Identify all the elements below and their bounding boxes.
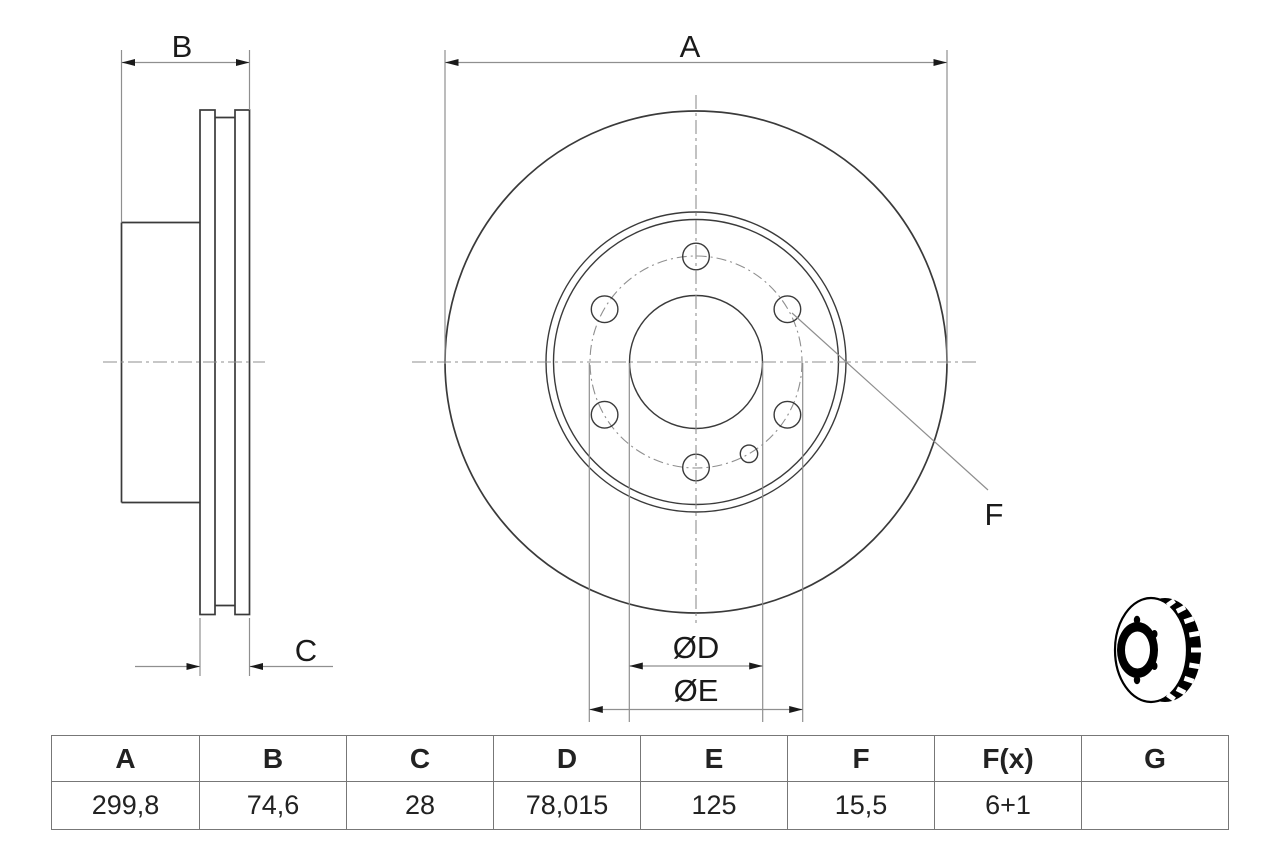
dim-label-de: ØE	[674, 673, 719, 708]
icon-vent-slot	[1175, 604, 1187, 614]
leader-f: F	[791, 312, 1004, 532]
table-header-a: A	[52, 736, 199, 782]
arrowhead	[236, 59, 250, 66]
icon-vent-slot	[1175, 686, 1187, 696]
dimension-e: ØE	[588, 363, 804, 722]
table-header-fx: F(x)	[934, 736, 1081, 782]
dimension-a: A	[444, 29, 948, 364]
bolt-hole	[773, 295, 802, 324]
bolt-hole	[590, 295, 619, 324]
bolt-circle-centerline	[589, 255, 803, 469]
icon-bolt-hole	[1151, 662, 1158, 670]
icon-bolt-hole	[1133, 675, 1141, 685]
dimension-c: C	[135, 618, 333, 676]
table-header-b: B	[199, 736, 346, 782]
dimension-table: A B C D E F F(x) G 299,8 74,6 28 78,015 …	[51, 735, 1229, 830]
arrowhead	[789, 706, 803, 713]
table-value-fx: 6+1	[934, 782, 1081, 829]
bolt-hole	[590, 400, 619, 429]
dimension-b: B	[120, 29, 251, 222]
dim-label-a: A	[680, 29, 701, 64]
table-value-c: 28	[346, 782, 493, 829]
side-view	[103, 109, 265, 616]
arrowhead	[933, 59, 947, 66]
arrowhead	[121, 59, 135, 66]
icon-bolt-hole	[1133, 615, 1141, 625]
arrowhead	[249, 663, 263, 670]
front-view	[412, 95, 980, 623]
table-header-g: G	[1081, 736, 1228, 782]
arrowhead	[589, 706, 603, 713]
arrowhead	[186, 663, 200, 670]
table-header-f: F	[787, 736, 934, 782]
table-value-b: 74,6	[199, 782, 346, 829]
table-header-c: C	[346, 736, 493, 782]
bolt-hole	[682, 242, 711, 271]
table-header-d: D	[493, 736, 640, 782]
dim-label-f: F	[985, 497, 1004, 532]
icon-vent-slot	[1183, 675, 1195, 684]
dim-label-dd: ØD	[673, 630, 720, 665]
table-header-e: E	[640, 736, 787, 782]
table-value-f: 15,5	[787, 782, 934, 829]
table-value-d: 78,015	[493, 782, 640, 829]
icon-vent-slot	[1183, 616, 1195, 625]
icon-bolt-hole	[1151, 630, 1158, 638]
icon-hub-bore	[1125, 631, 1150, 669]
dimension-d: ØD	[628, 363, 764, 722]
leader-line	[791, 312, 989, 491]
arrowhead	[629, 662, 643, 670]
arrowhead	[445, 59, 459, 66]
dim-label-c: C	[295, 633, 317, 668]
table-value-e: 125	[640, 782, 787, 829]
vented-brake-disc-icon	[1113, 596, 1201, 704]
pin-hole	[739, 444, 759, 464]
arrowhead	[749, 662, 763, 670]
dim-label-b: B	[172, 29, 193, 64]
icon-vent-slot	[1166, 692, 1176, 702]
icon-vent-slot	[1166, 598, 1176, 608]
table-value-g	[1081, 782, 1228, 829]
icon-vent-slot	[1188, 630, 1200, 638]
bolt-hole	[773, 400, 802, 429]
table-value-a: 299,8	[91, 790, 160, 820]
icon-vent-slot	[1188, 662, 1200, 670]
